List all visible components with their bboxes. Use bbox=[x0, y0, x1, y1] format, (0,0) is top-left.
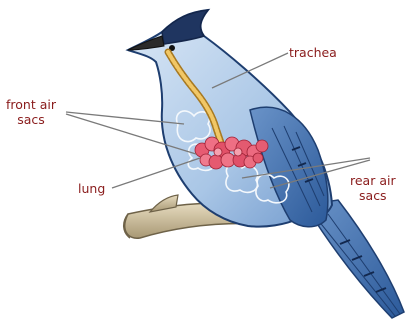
label-trachea: trachea bbox=[289, 45, 337, 60]
label-rear-air-sacs-line-1: rear air bbox=[350, 173, 396, 188]
label-front-air-sacs-line-2: sacs bbox=[6, 112, 56, 127]
label-front-air-sacs: front air sacs bbox=[6, 97, 56, 127]
label-front-air-sacs-line-1: front air bbox=[6, 97, 56, 112]
label-rear-air-sacs: rear air sacs bbox=[350, 173, 396, 203]
label-lung: lung bbox=[78, 181, 105, 196]
label-rear-air-sacs-line-2: sacs bbox=[350, 188, 396, 203]
